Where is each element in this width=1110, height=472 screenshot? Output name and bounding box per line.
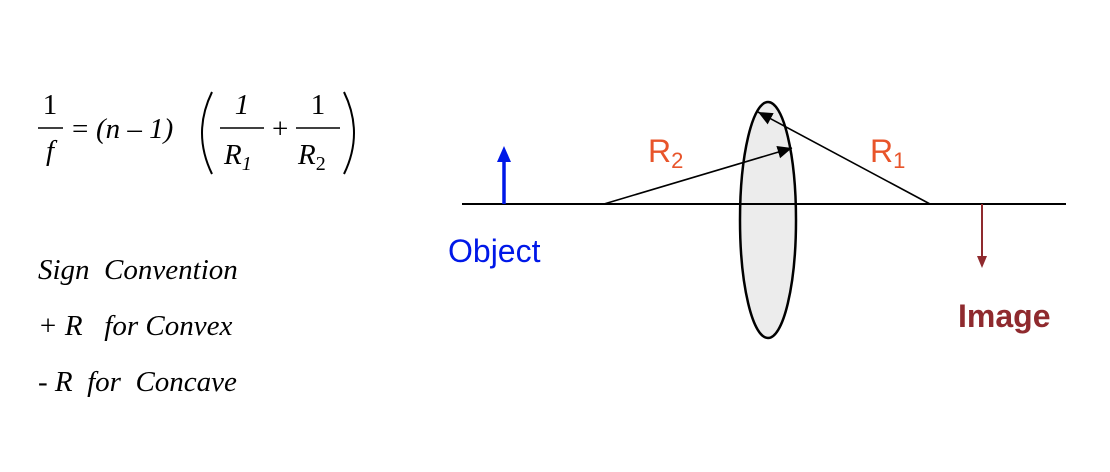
lens-diagram: R2 R1 Object Image — [440, 80, 1080, 360]
sign-convention-title: Sign Convention — [38, 254, 238, 286]
object-arrow-head — [497, 146, 511, 162]
r2-label: R2 — [648, 133, 683, 173]
image-arrow-head — [977, 256, 987, 268]
image-label: Image — [958, 298, 1050, 334]
r2-radius-line — [603, 145, 793, 205]
formula-term1-numerator: 1 — [235, 89, 250, 121]
formula-lhs-numerator: 1 — [43, 89, 58, 121]
lens — [738, 100, 798, 340]
r1-label: R1 — [870, 133, 905, 173]
convex-rule: + R for Convex — [38, 310, 233, 342]
formula-lhs-denominator: f — [46, 135, 58, 167]
lensmaker-formula: 1 f = (n – 1) 1 R1 + 1 R2 — [36, 78, 366, 188]
right-paren — [343, 91, 355, 175]
sign-convention: Sign Convention + R for Convex - R for C… — [38, 250, 238, 418]
concave-rule: - R for Concave — [38, 366, 237, 398]
formula-equals: = — [72, 113, 88, 145]
formula-term2-numerator: 1 — [311, 89, 326, 121]
left-paren — [201, 91, 213, 175]
formula-term2-denominator: R2 — [297, 139, 326, 175]
formula-index-factor: (n – 1) — [96, 113, 173, 145]
r1-radius-line — [757, 111, 931, 205]
formula-term1-denominator: R1 — [223, 139, 252, 175]
object-label: Object — [448, 233, 541, 269]
formula-plus: + — [272, 113, 288, 145]
